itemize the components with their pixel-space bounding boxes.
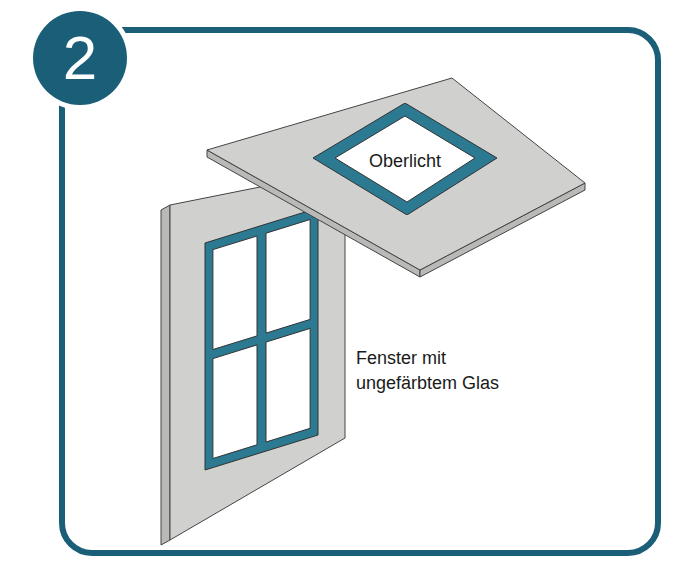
skylight-frame-outer <box>313 103 497 215</box>
step-number-badge: 2 <box>33 11 127 105</box>
window <box>205 208 318 470</box>
ceiling <box>207 78 585 277</box>
outer-frame <box>62 30 658 553</box>
skylight-frame: Oberlicht <box>313 103 497 215</box>
skylight-glass <box>335 116 475 202</box>
wall <box>161 170 345 545</box>
step-number: 2 <box>61 27 99 89</box>
skylight-label: Oberlicht <box>367 150 443 172</box>
callout-label: Fenster mit ungefärbtem Glas <box>356 346 526 396</box>
